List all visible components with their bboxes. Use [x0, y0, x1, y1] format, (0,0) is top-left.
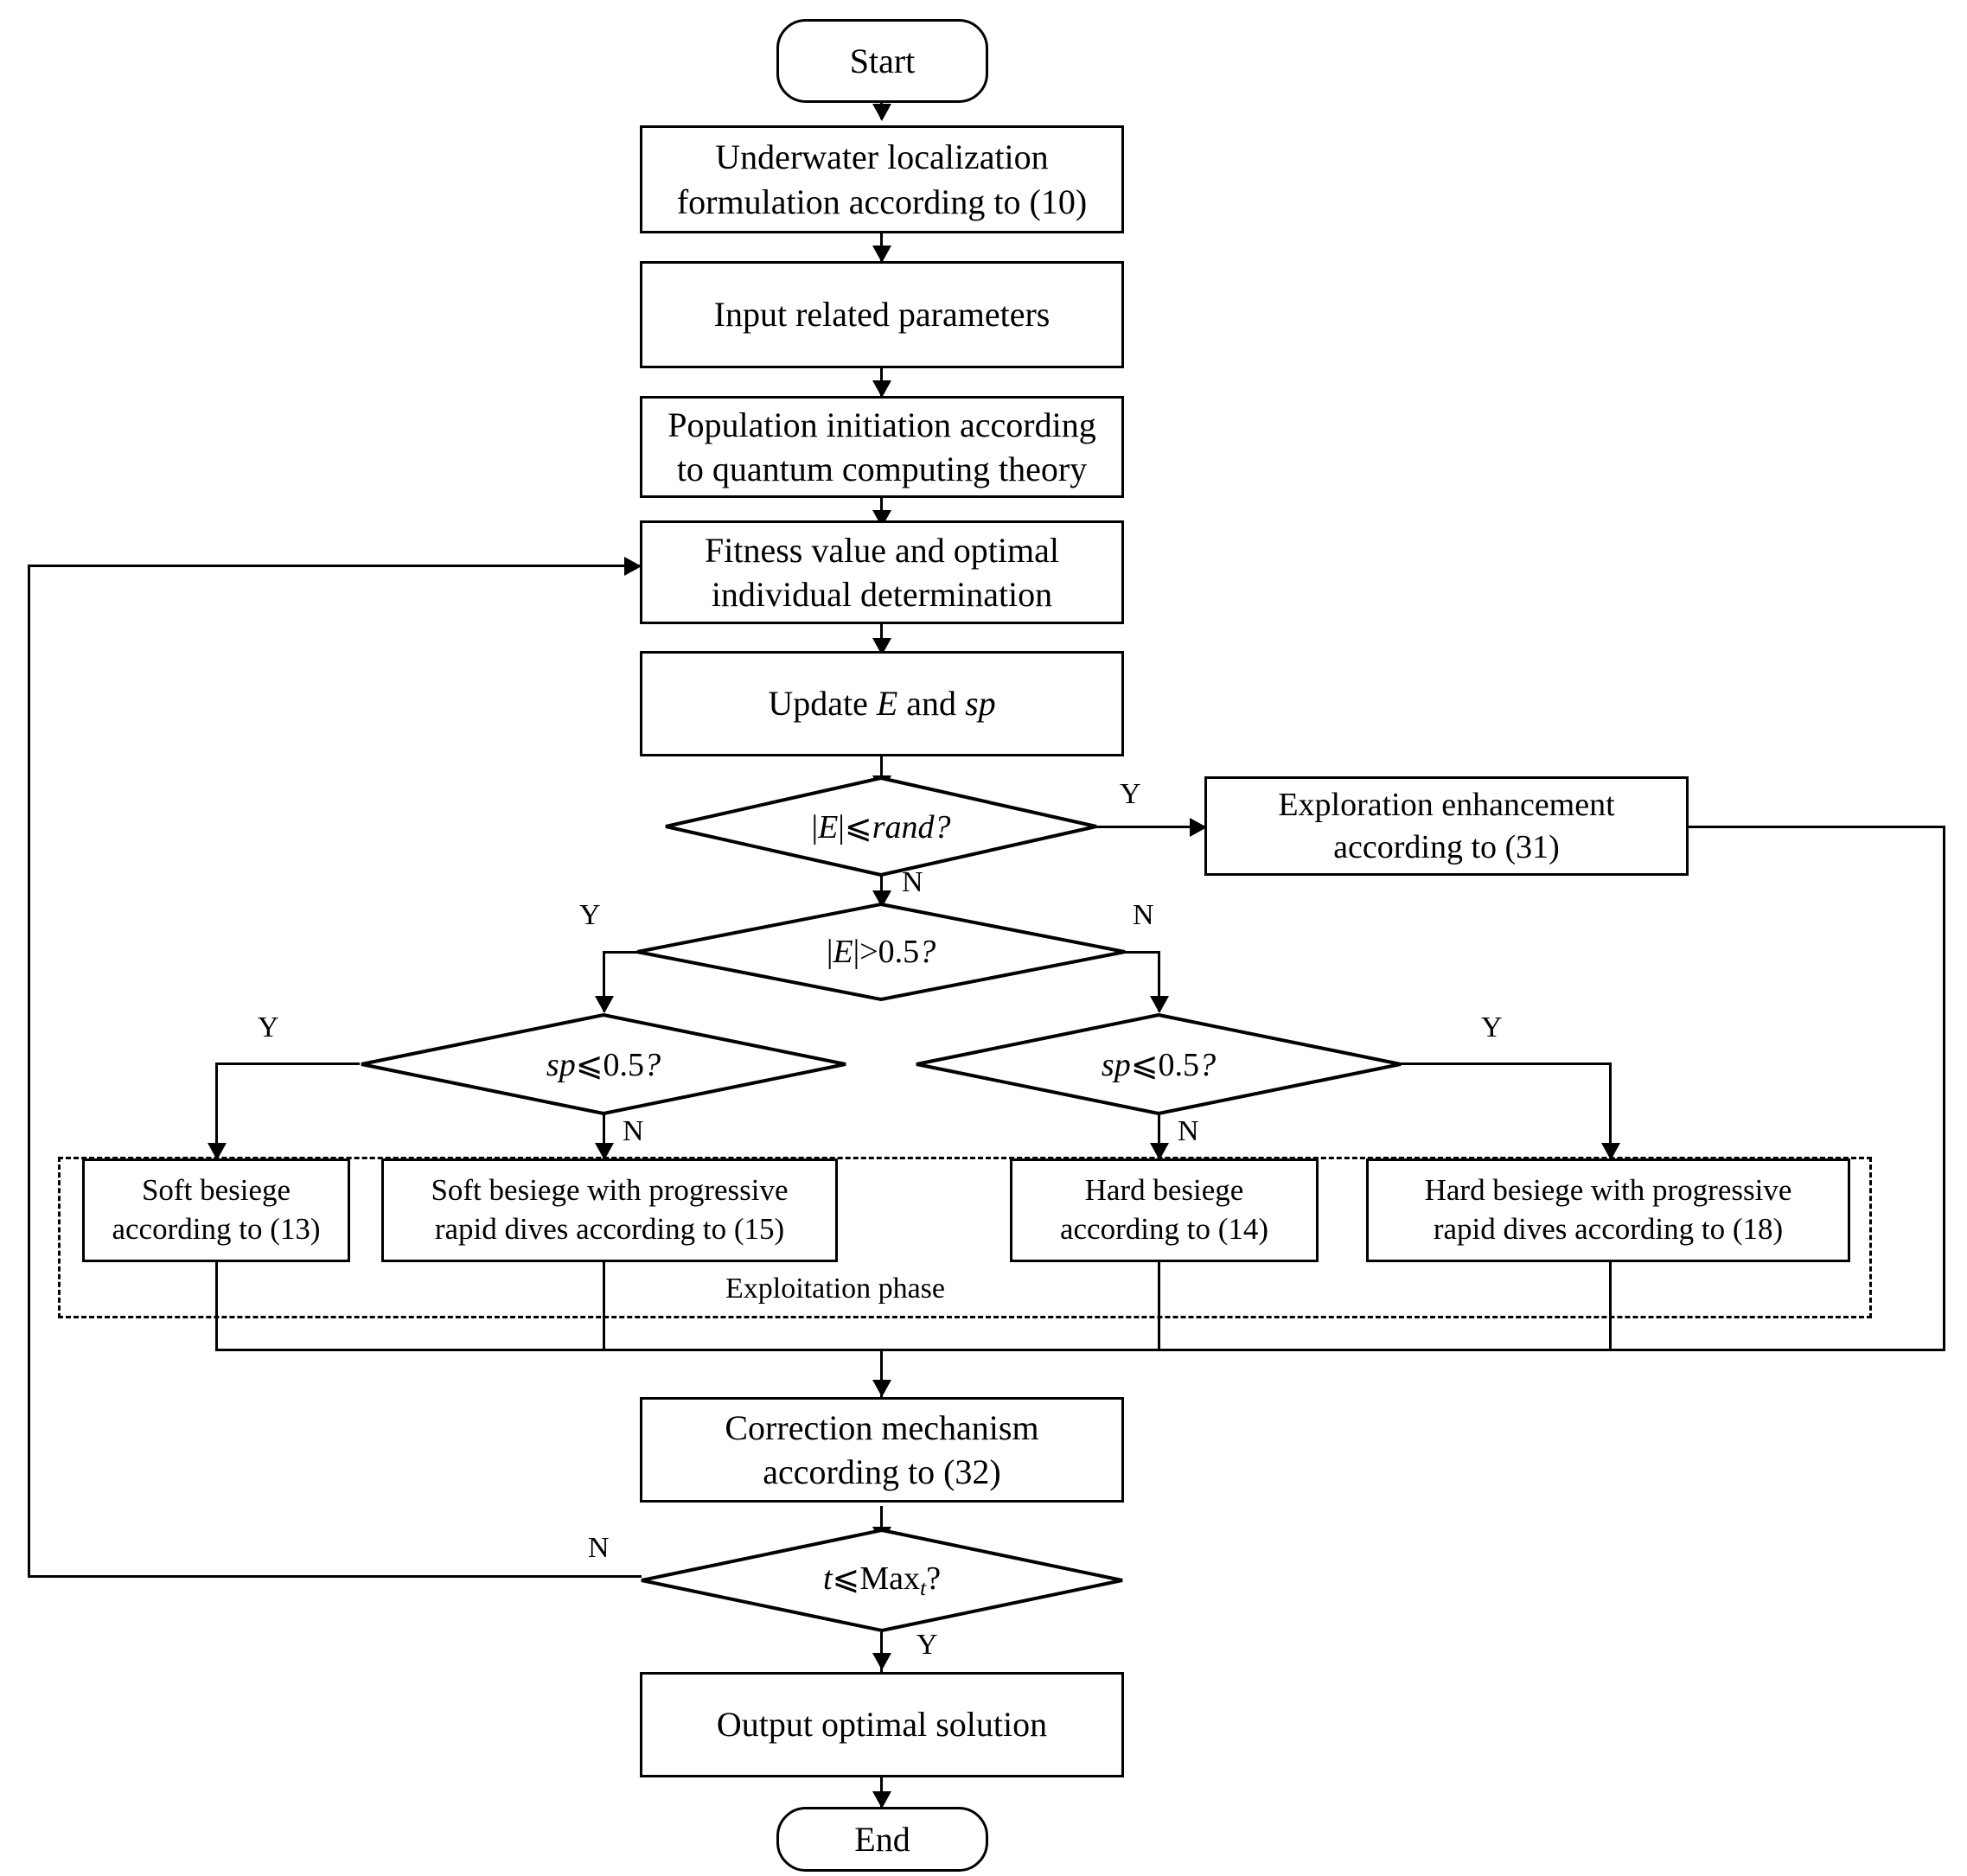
node-end[interactable]: End	[776, 1807, 988, 1872]
arrowhead-decision-e05-yes	[595, 996, 614, 1013]
node-output-optimal-solution-label: Output optimal solution	[716, 1705, 1048, 1745]
edge-label-e05-no: N	[1133, 899, 1154, 931]
node-population-initiation-label: Population initiation according to quant…	[667, 405, 1096, 488]
arrowhead-decision-e05-no	[1150, 996, 1169, 1013]
edge-explore-feedback-vertical	[1943, 826, 1945, 1351]
edge-decision-rand-yes	[1096, 826, 1204, 828]
edge-sp-left-no	[603, 1113, 605, 1158]
edge-decision-e05-no-vertical	[1158, 951, 1160, 1011]
node-formulation-label: Underwater localization formulation acco…	[676, 137, 1088, 221]
node-population-initiation[interactable]: Population initiation according to quant…	[640, 396, 1124, 498]
node-fitness-determination[interactable]: Fitness value and optimal individual det…	[640, 520, 1124, 624]
arrowhead-merge-to-correction	[872, 1380, 891, 1397]
edge-maxt-yes	[880, 1632, 883, 1672]
node-hard-besiege-progressive-label: Hard besiege with progressive rapid dive…	[1424, 1173, 1792, 1246]
arrowhead-decision-rand-yes	[1190, 818, 1207, 837]
edge-decision-e05-yes-horizontal	[603, 951, 640, 954]
arrowhead-sp-left-no	[595, 1143, 614, 1160]
edge-hard-down	[1158, 1262, 1160, 1351]
edge-maxt-no-horizontal	[28, 1575, 642, 1578]
arrowhead-feedback-into-fitness	[624, 557, 642, 576]
node-formulation[interactable]: Underwater localization formulation acco…	[640, 125, 1124, 233]
arrowhead-start-to-formulation	[872, 104, 891, 121]
node-soft-besiege-label: Soft besiege according to (13)	[112, 1173, 321, 1246]
edge-merge-to-correction	[880, 1349, 883, 1397]
edge-label-sp-right-yes: Y	[1481, 1011, 1503, 1043]
arrowhead-sp-left-yes	[208, 1143, 227, 1160]
arrowhead-maxt-yes	[872, 1653, 891, 1670]
node-input-parameters-label: Input related parameters	[713, 295, 1051, 335]
edge-label-rand-yes: Y	[1120, 778, 1141, 810]
edge-decision-e05-no-horizontal	[1107, 951, 1160, 954]
edge-soft-down	[215, 1262, 218, 1351]
arrowhead-sp-right-yes	[1601, 1143, 1620, 1160]
node-input-parameters[interactable]: Input related parameters	[640, 261, 1124, 368]
node-decision-sp-left[interactable]	[360, 1013, 847, 1115]
exploitation-phase-group	[58, 1157, 1872, 1318]
node-update-e-sp-label: Update E and sp	[768, 684, 996, 724]
node-soft-besiege-progressive[interactable]: Soft besiege with progressive rapid dive…	[381, 1158, 838, 1262]
node-hard-besiege-label: Hard besiege according to (14)	[1059, 1173, 1269, 1246]
arrowhead-formulation-to-input	[872, 246, 891, 263]
node-start[interactable]: Start	[776, 19, 988, 103]
node-output-optimal-solution[interactable]: Output optimal solution	[640, 1672, 1124, 1777]
edge-sp-right-no	[1158, 1113, 1160, 1158]
node-exploration-enhancement[interactable]: Exploration enhancement according to (31…	[1204, 776, 1689, 876]
edge-soft-prog-down	[603, 1262, 605, 1351]
edge-explore-feedback-horizontal	[1686, 826, 1945, 828]
node-decision-rand[interactable]	[664, 776, 1098, 877]
edge-maxt-no-vertical	[28, 565, 30, 1578]
node-decision-max-iter[interactable]	[640, 1528, 1124, 1632]
edge-hard-prog-down	[1609, 1262, 1612, 1351]
edge-label-sp-left-no: N	[623, 1115, 644, 1147]
node-decision-sp-right[interactable]	[915, 1013, 1402, 1115]
arrowhead-input-to-population	[872, 380, 891, 398]
node-end-label: End	[854, 1819, 910, 1859]
node-correction-mechanism[interactable]: Correction mechanism according to (32)	[640, 1397, 1124, 1503]
arrowhead-sp-right-no	[1150, 1143, 1169, 1160]
node-soft-besiege-progressive-label: Soft besiege with progressive rapid dive…	[431, 1173, 789, 1246]
node-start-label: Start	[849, 41, 916, 80]
node-update-e-sp[interactable]: Update E and sp	[640, 651, 1124, 756]
edge-decision-rand-no	[880, 870, 883, 909]
edge-label-maxt-yes: Y	[916, 1629, 938, 1661]
node-soft-besiege[interactable]: Soft besiege according to (13)	[82, 1158, 350, 1262]
node-exploration-enhancement-label: Exploration enhancement according to (31…	[1278, 786, 1615, 865]
edge-label-maxt-no: N	[588, 1532, 610, 1564]
node-hard-besiege-progressive[interactable]: Hard besiege with progressive rapid dive…	[1366, 1158, 1850, 1262]
edge-sp-right-yes-vertical	[1609, 1062, 1612, 1158]
node-correction-mechanism-label: Correction mechanism according to (32)	[725, 1407, 1039, 1491]
edge-label-rand-no: N	[902, 866, 923, 898]
edge-label-sp-left-yes: Y	[258, 1011, 279, 1043]
edge-label-e05-yes: Y	[579, 899, 601, 931]
edge-sp-left-yes-horizontal	[215, 1062, 360, 1065]
edge-feedback-into-fitness	[28, 565, 640, 567]
exploitation-phase-label: Exploitation phase	[722, 1273, 949, 1305]
node-hard-besiege[interactable]: Hard besiege according to (14)	[1010, 1158, 1319, 1262]
edge-label-sp-right-no: N	[1178, 1115, 1199, 1147]
edge-decision-e05-yes-vertical	[603, 951, 605, 1011]
arrowhead-output-to-end	[872, 1791, 891, 1809]
edge-update-to-decision-rand	[880, 754, 883, 794]
edge-sp-left-yes-vertical	[215, 1062, 218, 1158]
edge-correction-to-decision-maxt	[880, 1506, 883, 1546]
merge-bar	[215, 1349, 1945, 1351]
node-fitness-determination-label: Fitness value and optimal individual det…	[705, 530, 1059, 614]
node-decision-e-gt-half[interactable]	[635, 903, 1127, 1001]
